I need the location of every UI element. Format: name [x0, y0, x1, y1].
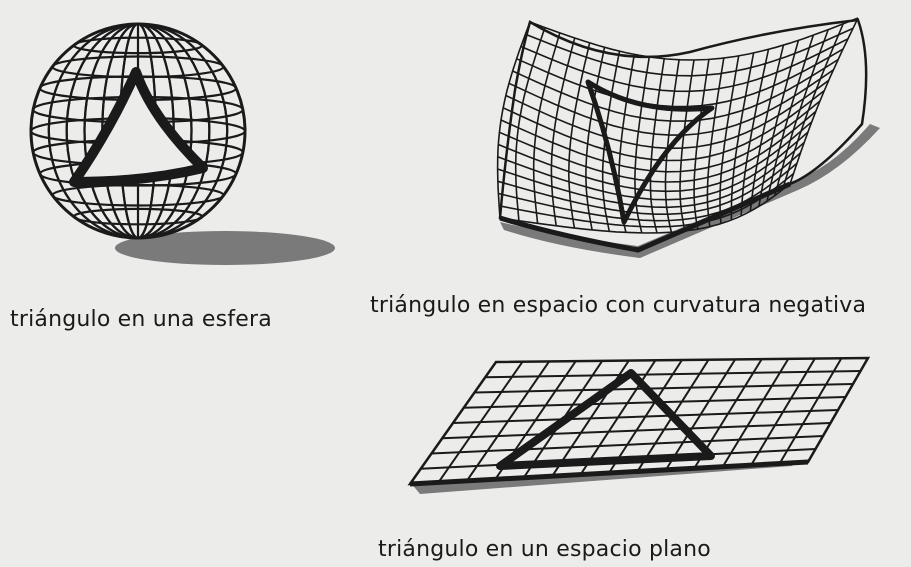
flat-figure: [407, 356, 871, 494]
flat-caption: triángulo en un espacio plano: [378, 537, 711, 562]
sphere-caption: triángulo en una esfera: [10, 307, 272, 332]
saddle-outline: [498, 18, 868, 252]
sphere-figure: [29, 22, 335, 265]
saddle-caption: triángulo en espacio con curvatura negat…: [370, 293, 867, 318]
saddle-figure: [496, 17, 880, 258]
flat-triangle: [496, 369, 715, 470]
sphere-shadow: [115, 231, 335, 265]
sphere-triangle: [69, 67, 208, 187]
saddle-shadow: [500, 124, 880, 258]
saddle-triangle: [585, 79, 715, 225]
